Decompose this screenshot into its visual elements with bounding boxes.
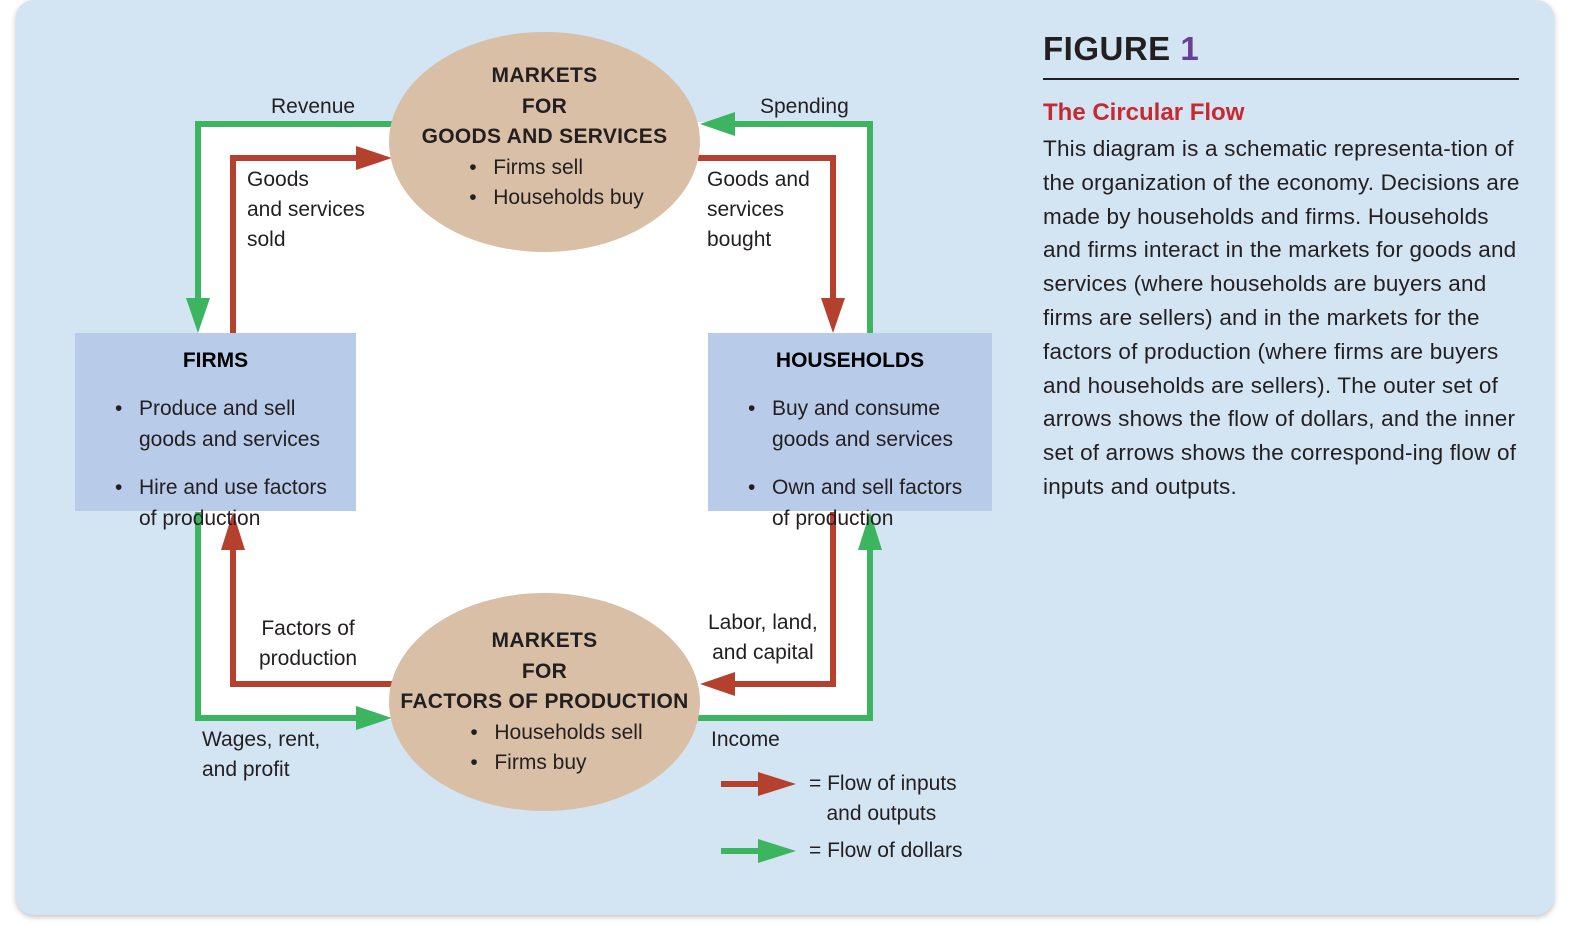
goods-market-text: MARKETS FOR GOODS AND SERVICES Firms sel… <box>389 61 700 214</box>
firms-bullet: Hire and use factors of production <box>113 473 356 534</box>
legend-dollars: = Flow of dollars <box>809 839 963 862</box>
factors-market-text: MARKETS FOR FACTORS OF PRODUCTION Househ… <box>389 626 700 779</box>
figure-heading: FIGURE 1 <box>1043 30 1199 68</box>
legend-inputs-outputs: = Flow of inputs and outputs <box>809 772 957 825</box>
dollars-flow-arrows <box>195 121 873 721</box>
factors-market-bullet: Households sell <box>468 718 642 749</box>
figure-number: 1 <box>1180 30 1200 67</box>
labor-arrowhead <box>700 672 735 696</box>
legend-red-arrowhead <box>758 772 796 796</box>
revenue-arrowhead <box>186 298 210 333</box>
revenue-arrow <box>195 121 392 315</box>
labor-arrow <box>722 512 836 687</box>
firms-box: FIRMS Produce and sell goods and service… <box>75 333 356 530</box>
factors-arrow <box>230 540 392 687</box>
spending-arrowhead <box>700 112 735 136</box>
goods-sold-label: Goods and services sold <box>247 168 365 251</box>
goods-market-bullets: Firms sell Households buy <box>467 153 644 214</box>
figure-label: FIGURE <box>1043 30 1171 67</box>
spending-arrow <box>722 121 873 333</box>
firms-bullets: Produce and sell goods and services Hire… <box>113 376 356 552</box>
factors-market-title-1: MARKETS <box>491 629 598 652</box>
income-label: Income <box>711 728 780 751</box>
labor-label: Labor, land, and capital <box>708 611 818 664</box>
factors-market-title-2: FOR <box>521 659 568 683</box>
factors-market-title-3: FACTORS OF PRODUCTION <box>400 690 689 713</box>
firms-bullet: Produce and sell goods and services <box>113 394 356 455</box>
households-bullet: Own and sell factors of production <box>746 473 992 534</box>
income-arrow <box>698 540 873 721</box>
spending-label: Spending <box>760 95 849 118</box>
goods-sold-arrowhead <box>356 146 392 170</box>
goods-bought-arrowhead <box>821 298 845 333</box>
figure-divider <box>1043 78 1519 80</box>
goods-market-title-2: FOR <box>521 94 568 118</box>
goods-bought-arrow <box>698 155 836 315</box>
goods-market-title-3: GOODS AND SERVICES <box>421 125 668 148</box>
legend-arrows <box>721 772 796 863</box>
goods-market-oval <box>389 32 700 252</box>
wages-arrowhead <box>356 706 392 730</box>
goods-market-title-1: MARKETS <box>491 64 598 87</box>
households-bullets: Buy and consume goods and services Own a… <box>746 376 992 552</box>
wages-arrow <box>195 512 372 721</box>
revenue-label: Revenue <box>271 95 356 118</box>
goods-market-bullet: Firms sell <box>467 153 644 184</box>
caption-body: This diagram is a schematic representa-t… <box>1043 136 1520 499</box>
households-title: HOUSEHOLDS <box>775 349 925 372</box>
goods-bought-label: Goods and services bought <box>707 168 810 251</box>
caption-title: The Circular Flow <box>1043 99 1245 126</box>
goods-market-bullet: Households buy <box>467 183 644 214</box>
households-bullet: Buy and consume goods and services <box>746 394 992 455</box>
firms-title: FIRMS <box>182 349 249 372</box>
factors-label: Factors of production <box>259 617 358 670</box>
goods-sold-arrow <box>230 155 372 333</box>
wages-label: Wages, rent, and profit <box>202 728 321 781</box>
households-box: HOUSEHOLDS Buy and consume goods and ser… <box>708 333 992 530</box>
factors-market-bullets: Households sell Firms buy <box>468 718 642 779</box>
inputs-outputs-flow-arrows <box>230 155 836 687</box>
legend-green-arrowhead <box>758 839 796 863</box>
factors-market-bullet: Firms buy <box>468 748 642 779</box>
